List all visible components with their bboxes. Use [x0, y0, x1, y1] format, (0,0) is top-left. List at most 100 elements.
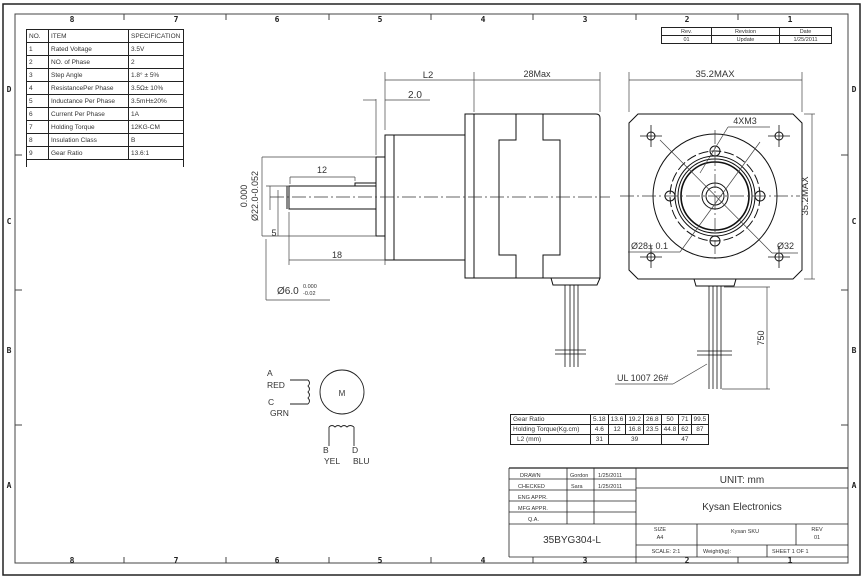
spec-value: 3.5V — [128, 42, 184, 56]
spec-item: NO. of Phase — [48, 55, 129, 69]
zone-col-top: 4 — [481, 15, 486, 24]
front-view — [628, 113, 803, 389]
spec-value: 3.5mH±20% — [128, 94, 184, 108]
gear-cell: 44.8 — [660, 424, 680, 435]
spec-item: Step Angle — [48, 68, 129, 82]
zone-ticks — [15, 14, 848, 563]
spec-item: Gear Ratio — [48, 146, 129, 160]
side-view — [286, 113, 601, 367]
rev-header-rev: Rev. — [661, 27, 712, 36]
wire-b-color: YEL — [324, 456, 340, 466]
gear-cell: 50 — [660, 414, 680, 425]
title-eng-appr: ENG APPR. — [518, 495, 548, 501]
zone-col-top: 6 — [275, 15, 280, 24]
title-sheet: SHEET 1 OF 1 — [772, 549, 809, 555]
wire-b-label: B — [323, 445, 329, 455]
spec-item: Inductance Per Phase — [48, 94, 129, 108]
title-scale: SCALE: 2:1 — [652, 549, 681, 555]
title-drawn-label: DRAWN — [520, 473, 541, 479]
dim-wire-spec: UL 1007 26# — [617, 373, 668, 383]
dim-shaft-tol-upper: 0.000 — [303, 284, 317, 290]
front-dimensions — [615, 72, 815, 390]
title-checked-date: 1/25/2011 — [598, 484, 622, 490]
zone-row-left: C — [7, 217, 12, 226]
title-drawn-by: Gordon — [570, 473, 588, 479]
title-drawn-date: 1/25/2011 — [598, 473, 622, 479]
spec-no: 3 — [26, 68, 49, 82]
dim-shaft-dia: Ø6.0 — [277, 286, 299, 297]
zone-row-left: D — [7, 85, 12, 94]
spec-no: 6 — [26, 107, 49, 121]
title-sku-label: Kysan SKU — [731, 529, 759, 535]
zone-col-bottom: 8 — [70, 556, 75, 565]
wire-c-color: GRN — [270, 408, 289, 418]
rev-header-date: Date — [779, 27, 832, 36]
side-dimensions — [261, 72, 601, 301]
rev-value: 01 — [661, 35, 712, 44]
rev-date: 1/25/2011 — [779, 35, 832, 44]
dim-height: 35.2MAX — [800, 176, 811, 216]
gear-cell: 26.8 — [642, 414, 662, 425]
spec-item: Insulation Class — [48, 133, 129, 147]
title-part-number: 35BYG304-L — [543, 535, 601, 546]
title-rev-label: REV — [811, 527, 823, 533]
zone-col-bottom: 2 — [685, 556, 690, 565]
wire-d-label: D — [352, 445, 358, 455]
spec-value: 12KG-CM — [128, 120, 184, 134]
dim-lead-length: 750 — [756, 330, 766, 345]
spec-no: 4 — [26, 81, 49, 95]
title-size-value: A4 — [657, 535, 664, 541]
gear-cell: 47 — [660, 434, 710, 445]
zone-col-bottom: 3 — [583, 556, 588, 565]
dim-flange-thickness: 2.0 — [408, 90, 422, 101]
dim-pilot-dia: Ø28± 0.1 — [631, 241, 668, 251]
wiring-diagram — [290, 369, 365, 446]
motor-symbol-label: M — [339, 389, 346, 398]
spec-no: 8 — [26, 133, 49, 147]
gear-cell: 16.8 — [625, 424, 644, 435]
gear-ratio-row: Gear Ratio 5.18 13.6 19.2 26.8 50 71 99.… — [510, 414, 710, 425]
dim-width: 35.2MAX — [695, 69, 735, 80]
wire-d-color: BLU — [353, 456, 370, 466]
spec-value: 13.6:1 — [128, 146, 184, 160]
spec-no: 7 — [26, 120, 49, 134]
zone-row-right: C — [852, 217, 857, 226]
rev-header-revision: Revision — [711, 27, 780, 36]
dim-gearbox-tol: 0.000 — [239, 185, 249, 208]
dim-screw-holes: 4XM3 — [733, 116, 757, 126]
spec-value: 2 — [128, 55, 184, 69]
wire-c-label: C — [268, 397, 274, 407]
wire-a-color: RED — [267, 380, 285, 390]
spec-no: 9 — [26, 146, 49, 160]
zone-col-top: 2 — [685, 15, 690, 24]
zone-col-top: 1 — [788, 15, 793, 24]
zone-row-right: D — [852, 85, 857, 94]
gear-cell: 62 — [678, 424, 692, 435]
spec-header-row: NO. ITEM SPECIFICATION — [26, 29, 184, 43]
spec-header-no: NO. — [26, 29, 49, 43]
spec-header-spec: SPECIFICATION — [128, 29, 184, 43]
zone-row-left: B — [7, 346, 12, 355]
zone-col-top: 3 — [583, 15, 588, 24]
zone-row-left: A — [7, 481, 12, 490]
gear-row-label: Holding Torque(Kg.cm) — [510, 424, 591, 435]
title-unit: UNIT: mm — [720, 475, 764, 486]
zone-col-bottom: 6 — [275, 556, 280, 565]
dim-body-length: 28Max — [523, 69, 551, 79]
title-weight: Weight(kg): — [703, 549, 731, 555]
gear-cell: 13.6 — [607, 414, 627, 425]
title-qa: Q.A. — [528, 517, 539, 523]
spec-no: 1 — [26, 42, 49, 56]
zone-row-right: B — [852, 346, 857, 355]
title-company: Kysan Electronics — [702, 502, 781, 513]
gear-cell: 31 — [590, 434, 609, 445]
wire-a-label: A — [267, 368, 273, 378]
outer-border — [2, 3, 861, 576]
